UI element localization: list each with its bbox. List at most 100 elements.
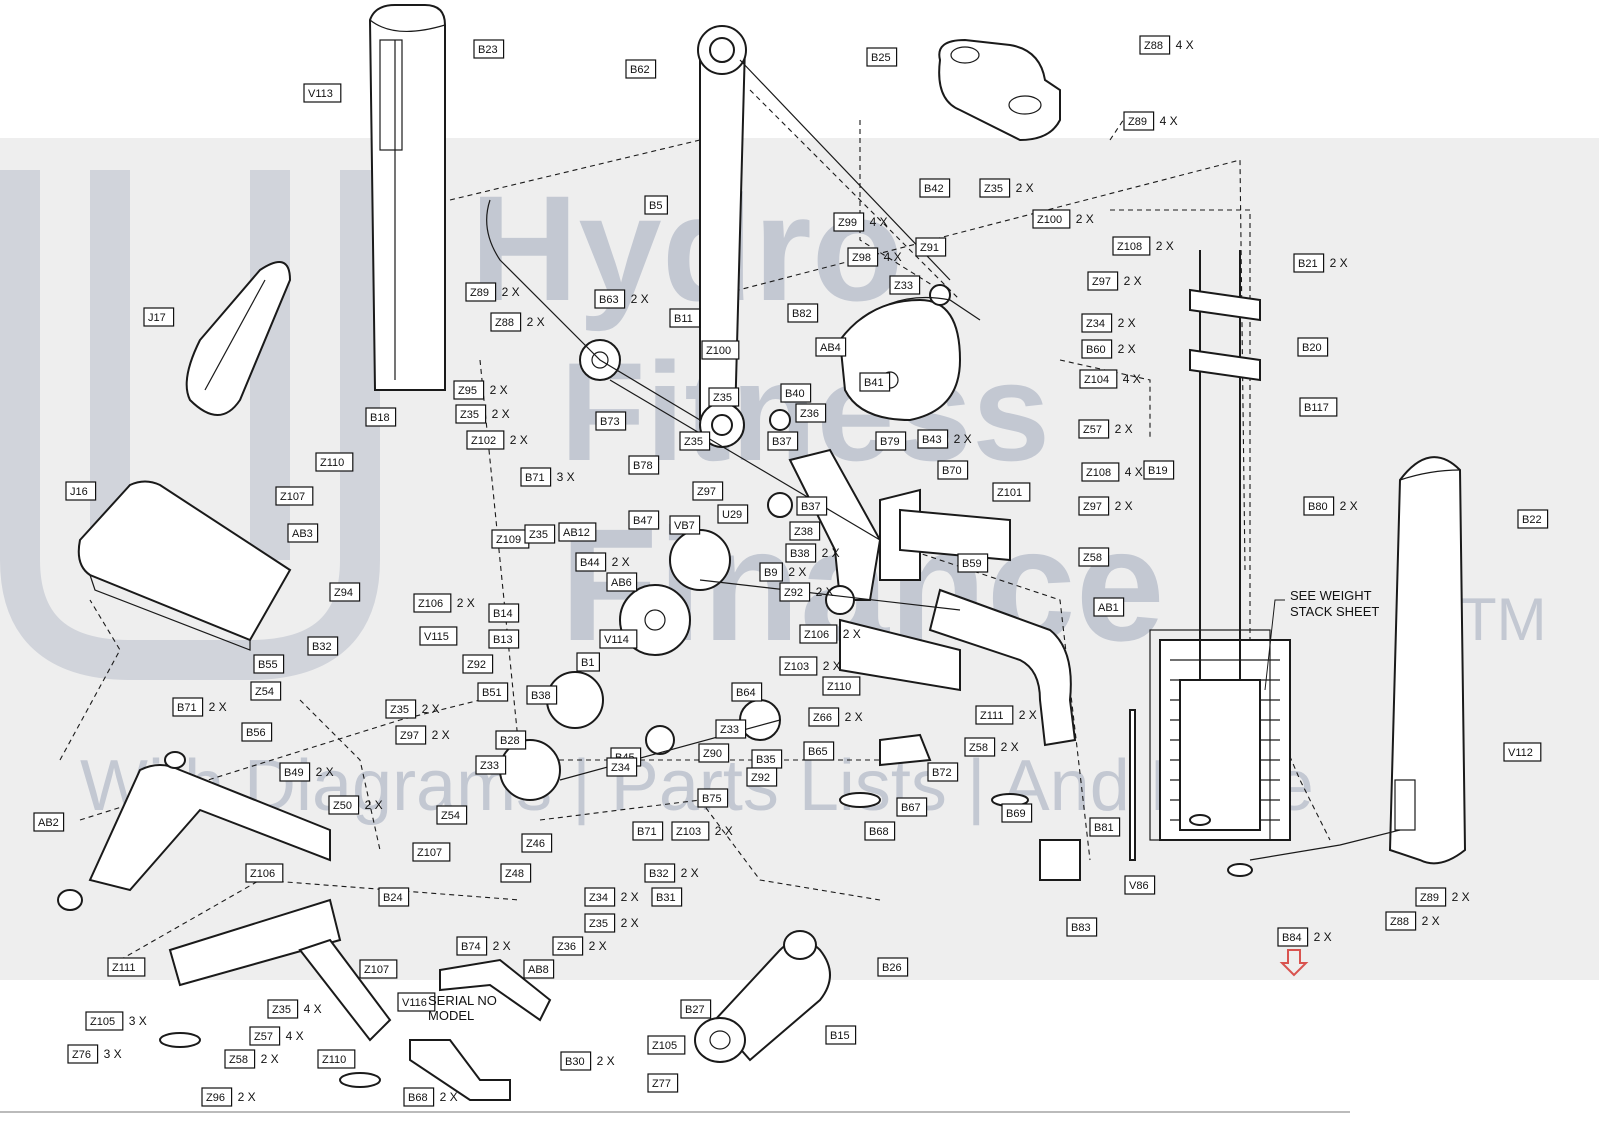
part-number: B64 — [736, 687, 756, 699]
part-callout: B22 — [1517, 509, 1549, 529]
part-number: B72 — [932, 767, 952, 779]
part-quantity: 2 X — [843, 627, 861, 641]
part-quantity: 2 X — [589, 939, 607, 953]
part-callout-box — [927, 762, 959, 782]
part-callout-box — [628, 510, 660, 530]
part-number: Z33 — [720, 724, 739, 736]
part-callout: Z109 — [491, 529, 530, 549]
part-callout-box — [575, 552, 607, 572]
part-number: B5 — [649, 200, 662, 212]
part-callout-box — [143, 307, 175, 327]
part-number: Z111 — [112, 962, 135, 974]
part-quantity: 2 X — [432, 728, 450, 742]
part-number: Z110 — [320, 457, 344, 469]
part-quantity: 4 X — [286, 1029, 304, 1043]
part-callout: Z58 — [1078, 547, 1110, 567]
part-callout: B75 — [697, 788, 729, 808]
part-number: Z89 — [470, 287, 489, 299]
part-callout-box — [708, 387, 740, 407]
part-number: B73 — [600, 416, 620, 428]
upright-column — [368, 4, 446, 391]
part-callout: B5 — [644, 195, 668, 215]
part-number: J16 — [70, 486, 88, 498]
part-callout: Z111 — [107, 957, 146, 977]
part-callout-box — [779, 582, 811, 602]
part-callout: B47 — [628, 510, 660, 530]
part-number: Z97 — [1092, 276, 1111, 288]
part-callout-box — [599, 629, 638, 649]
part-quantity: 2 X — [1076, 212, 1094, 226]
part-number: B74 — [461, 941, 481, 953]
part-callout: Z100 — [701, 340, 740, 360]
part-callout-box — [365, 407, 397, 427]
part-number: B70 — [942, 465, 962, 477]
part-quantity: 2 X — [502, 285, 520, 299]
watermark-tm: TM — [1460, 586, 1547, 653]
part-number: B59 — [962, 558, 982, 570]
part-callout: Z92 — [746, 767, 778, 787]
part-number: B40 — [785, 388, 805, 400]
part-callout: B28 — [495, 730, 527, 750]
part-callout-box — [576, 652, 600, 672]
part-callout-box — [679, 431, 711, 451]
part-callout-box — [488, 629, 520, 649]
part-callout-box — [647, 1035, 686, 1055]
watermark-line1: Hydro — [470, 164, 903, 332]
part-callout: B70 — [937, 460, 969, 480]
part-callout-box — [1001, 803, 1033, 823]
part-callout: B27 — [680, 999, 712, 1019]
part-number: B79 — [880, 436, 900, 448]
part-quantity: 4 X — [1125, 465, 1143, 479]
part-number: Z103 — [784, 661, 809, 673]
part-callout-box — [825, 1025, 857, 1045]
part-callout: B37 — [767, 431, 799, 451]
part-callout: B37 — [796, 496, 828, 516]
part-callout-box — [359, 959, 398, 979]
part-callout-box — [560, 1051, 592, 1071]
part-number: Z88 — [495, 317, 514, 329]
part-number: Z36 — [557, 941, 576, 953]
part-number: Z110 — [322, 1054, 346, 1066]
part-callout-box — [979, 178, 1011, 198]
part-callout-box — [520, 467, 552, 487]
part-number: Z35 — [684, 436, 703, 448]
part-number: B81 — [1094, 822, 1114, 834]
part-callout-box — [795, 403, 827, 423]
part-quantity: 2 X — [1115, 499, 1133, 513]
part-callout: AB12 — [558, 522, 597, 542]
part-quantity: 2 X — [788, 565, 806, 579]
part-callout-box — [975, 705, 1014, 725]
part-callout-box — [651, 887, 683, 907]
part-quantity: 2 X — [1156, 239, 1174, 253]
part-callout: J16 — [65, 481, 97, 501]
part-number: Z36 — [800, 408, 819, 420]
part-quantity: 2 X — [209, 700, 227, 714]
part-callout-box — [671, 821, 710, 841]
part-quantity: 2 X — [440, 1090, 458, 1104]
part-number: Z107 — [417, 847, 442, 859]
part-number: Z89 — [1420, 892, 1439, 904]
part-number: B38 — [790, 548, 810, 560]
part-callout-box — [964, 737, 996, 757]
part-number: Z110 — [827, 681, 851, 693]
part-callout: Z77 — [647, 1073, 679, 1093]
part-callout-box — [462, 654, 494, 674]
part-number: B69 — [1006, 808, 1026, 820]
part-callout-box — [595, 411, 627, 431]
part-callout-box — [1517, 509, 1549, 529]
part-number: Z96 — [206, 1092, 225, 1104]
part-callout-box — [896, 797, 928, 817]
part-callout-box — [606, 572, 638, 592]
